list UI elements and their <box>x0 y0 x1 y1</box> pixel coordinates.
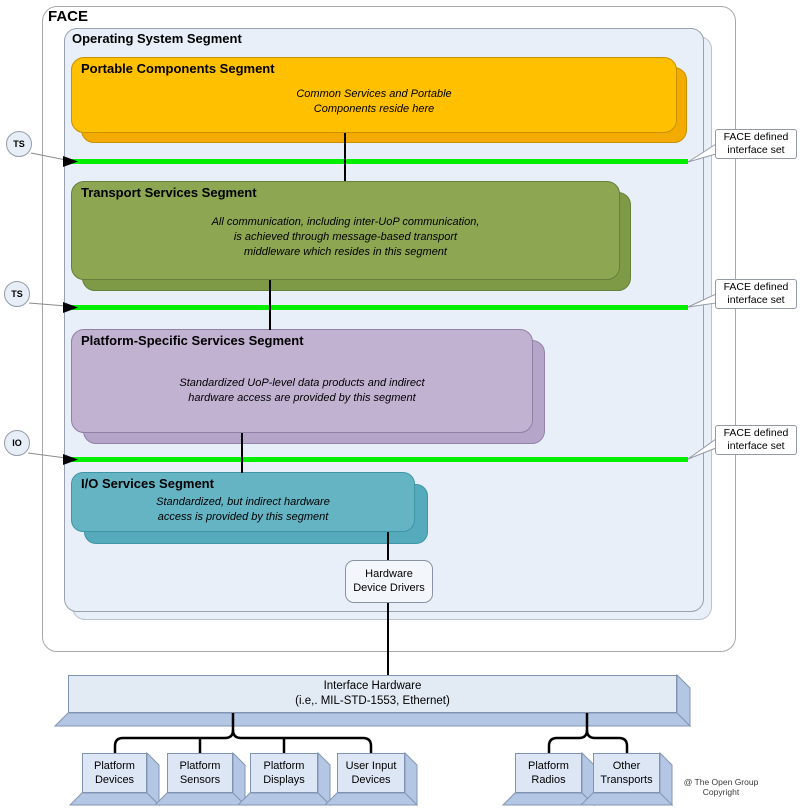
platform-sensors-box: Platform Sensors <box>167 753 233 793</box>
portable-segment-title: Portable Components Segment <box>81 61 275 76</box>
face-title: FACE <box>48 8 89 25</box>
portable-segment-description: Common Services and Portable Components … <box>296 88 452 115</box>
arrowhead-icon-2 <box>63 302 78 313</box>
ts1-leader-line <box>30 152 67 161</box>
interface-hardware-box: Interface Hardware (i.e,. MIL-STD-1553, … <box>68 675 677 713</box>
oss-title: Operating System Segment <box>72 31 242 46</box>
io-segment-description: Standardized, but indirect hardware acce… <box>156 496 330 523</box>
face-interface-callout-2: FACE defined interface set <box>715 279 797 309</box>
platform-specific-services-segment: Platform-Specific Services Segment Stand… <box>71 329 533 433</box>
face-interface-callout-1: FACE defined interface set <box>715 129 797 159</box>
copyright-note: @ The Open Group Copyright <box>683 777 759 797</box>
platform-devices-box: Platform Devices <box>82 753 147 793</box>
callout-wedge-2 <box>687 293 717 308</box>
transport-segment-title: Transport Services Segment <box>81 185 257 200</box>
io-leader-line <box>27 452 67 459</box>
portable-components-segment: Portable Components Segment Common Servi… <box>71 57 677 133</box>
other-transports-box: Other Transports <box>593 753 660 793</box>
platform-specific-segment-description: Standardized UoP-level data products and… <box>179 377 425 404</box>
platform-displays-box: Platform Displays <box>250 753 318 793</box>
arrowhead-icon-3 <box>63 454 78 465</box>
face-interface-callout-3: FACE defined interface set <box>715 425 797 455</box>
platform-radios-box: Platform Radios <box>515 753 582 793</box>
transport-segment-description: All communication, including inter-UoP c… <box>211 216 480 258</box>
interface-hardware-3d-faces <box>53 673 692 728</box>
callout-wedge-1 <box>687 143 717 163</box>
user-input-devices-box: User Input Devices <box>337 753 405 793</box>
device-boxes-3d-faces <box>68 751 674 807</box>
ts2-leader-line <box>28 302 67 307</box>
hardware-device-drivers-box: Hardware Device Drivers <box>345 560 433 603</box>
ts-badge-1: TS <box>6 131 32 157</box>
io-segment-title: I/O Services Segment <box>81 476 214 491</box>
platform-specific-segment-title: Platform-Specific Services Segment <box>81 333 304 348</box>
arrowhead-icon-1 <box>63 156 78 167</box>
transport-services-segment: Transport Services Segment All communica… <box>71 181 620 280</box>
ts-badge-2: TS <box>4 281 30 307</box>
callout-wedge-3 <box>687 438 717 460</box>
io-badge: IO <box>4 430 30 456</box>
device-brace-connectors <box>113 713 629 753</box>
